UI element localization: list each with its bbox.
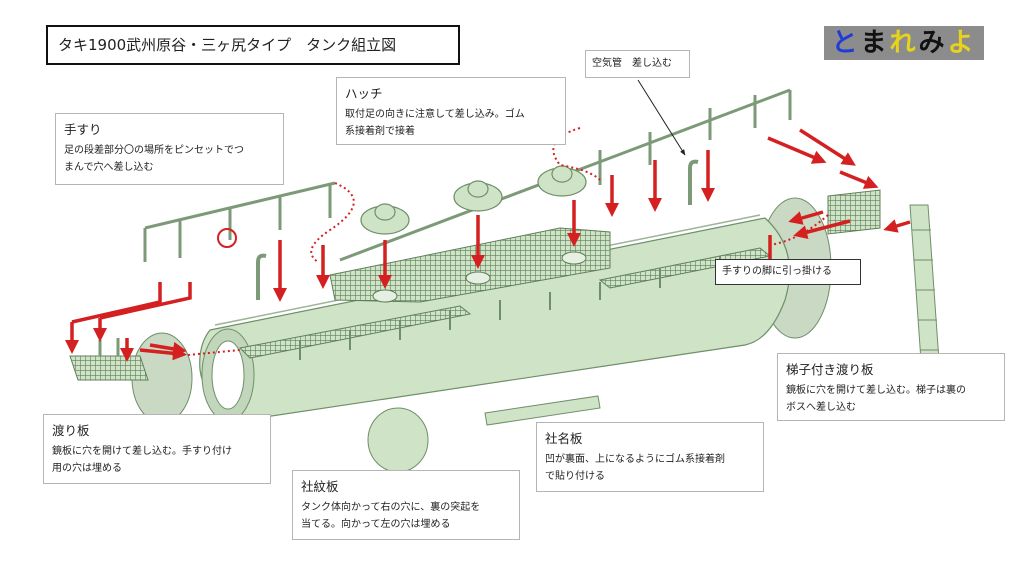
handrail-pinch-mark [217, 228, 237, 248]
walk-plate-left [69, 338, 149, 381]
handrail-heading: 手すり [64, 122, 102, 137]
air-pipe-leader [637, 79, 686, 156]
emblem-plate-part [367, 407, 429, 473]
handrail-text-1: 足の段差部分〇の場所をピンセットでつ [64, 145, 244, 156]
walk-plate-text-2: 用の穴は埋める [52, 463, 122, 474]
air-pipe-text: 空気管 差し込む [592, 58, 672, 69]
logo-char-5: よ [947, 28, 977, 58]
ladder-plate-text-1: 鏡板に穴を開けて差し込む。梯子は裏の [786, 385, 966, 396]
red-arrow-bend [71, 282, 162, 324]
hatch-parts [360, 165, 587, 235]
emblem-plate-text-1: タンク体向かって右の穴に、裏の突起を [301, 502, 481, 513]
ladder-plate-text-2: ボスへ差し込む [786, 402, 856, 413]
hatch-seat-2 [465, 271, 491, 285]
hatch-text-1: 取付足の向きに注意して差し込み。ゴム [345, 109, 525, 120]
tank-front-hole [211, 340, 245, 410]
handrail-callout: 手すり 足の段差部分〇の場所をピンセットでつ まんで穴へ差し込む [55, 113, 284, 185]
hatch-text-2: 系接着剤で接着 [345, 126, 415, 137]
hatch-seat-3 [561, 251, 587, 265]
top-walkway-center [329, 227, 611, 303]
hatch-callout: ハッチ 取付足の向きに注意して差し込み。ゴム 系接着剤で接着 [336, 77, 566, 145]
logo-char-4: み [918, 28, 948, 58]
name-plate-callout: 社名板 凹が裏面、上になるようにゴム系接着剤 で貼り付ける [536, 422, 764, 492]
name-plate-text-1: 凹が裏面、上になるようにゴム系接着剤 [545, 454, 725, 465]
air-pipe-parts [256, 159, 699, 300]
logo-char-3: れ [889, 28, 919, 58]
hatch-seat-1 [372, 289, 398, 303]
ladder-plate-heading: 梯子付き渡り板 [786, 362, 874, 377]
hook-note: 手すりの脚に引っ掛ける [715, 259, 861, 285]
logo: とまれみよ [824, 26, 984, 60]
hatch-heading: ハッチ [345, 86, 383, 101]
walk-plate-callout: 渡り板 鏡板に穴を開けて差し込む。手すり付け 用の穴は埋める [43, 414, 271, 484]
red-arrows [65, 128, 911, 362]
air-pipe-callout: 空気管 差し込む [585, 50, 690, 78]
ladder-plate-callout: 梯子付き渡り板 鏡板に穴を開けて差し込む。梯子は裏の ボスへ差し込む [777, 353, 1005, 421]
emblem-plate-callout: 社紋板 タンク体向かって右の穴に、裏の突起を 当てる。向かって左の穴は埋める [292, 470, 520, 540]
diagram-title: タキ1900武州原谷・三ヶ尻タイプ タンク組立図 [46, 25, 460, 65]
red-arrow-bend-2 [99, 282, 192, 320]
emblem-plate-heading: 社紋板 [301, 479, 339, 494]
logo-char-1: と [831, 28, 861, 58]
left-handrail [143, 181, 336, 262]
dotted-guides [187, 127, 829, 356]
logo-char-2: ま [860, 28, 890, 58]
name-plate-heading: 社名板 [545, 431, 583, 446]
walk-plate-heading: 渡り板 [52, 423, 90, 438]
name-plate-part [484, 395, 601, 426]
top-walkway-left [238, 305, 472, 359]
name-plate-text-2: で貼り付ける [545, 471, 605, 482]
walk-plate-text-1: 鏡板に穴を開けて差し込む。手すり付け [52, 446, 232, 457]
emblem-plate-text-2: 当てる。向かって左の穴は埋める [301, 519, 451, 530]
handrail-text-2: まんで穴へ差し込む [64, 162, 154, 173]
